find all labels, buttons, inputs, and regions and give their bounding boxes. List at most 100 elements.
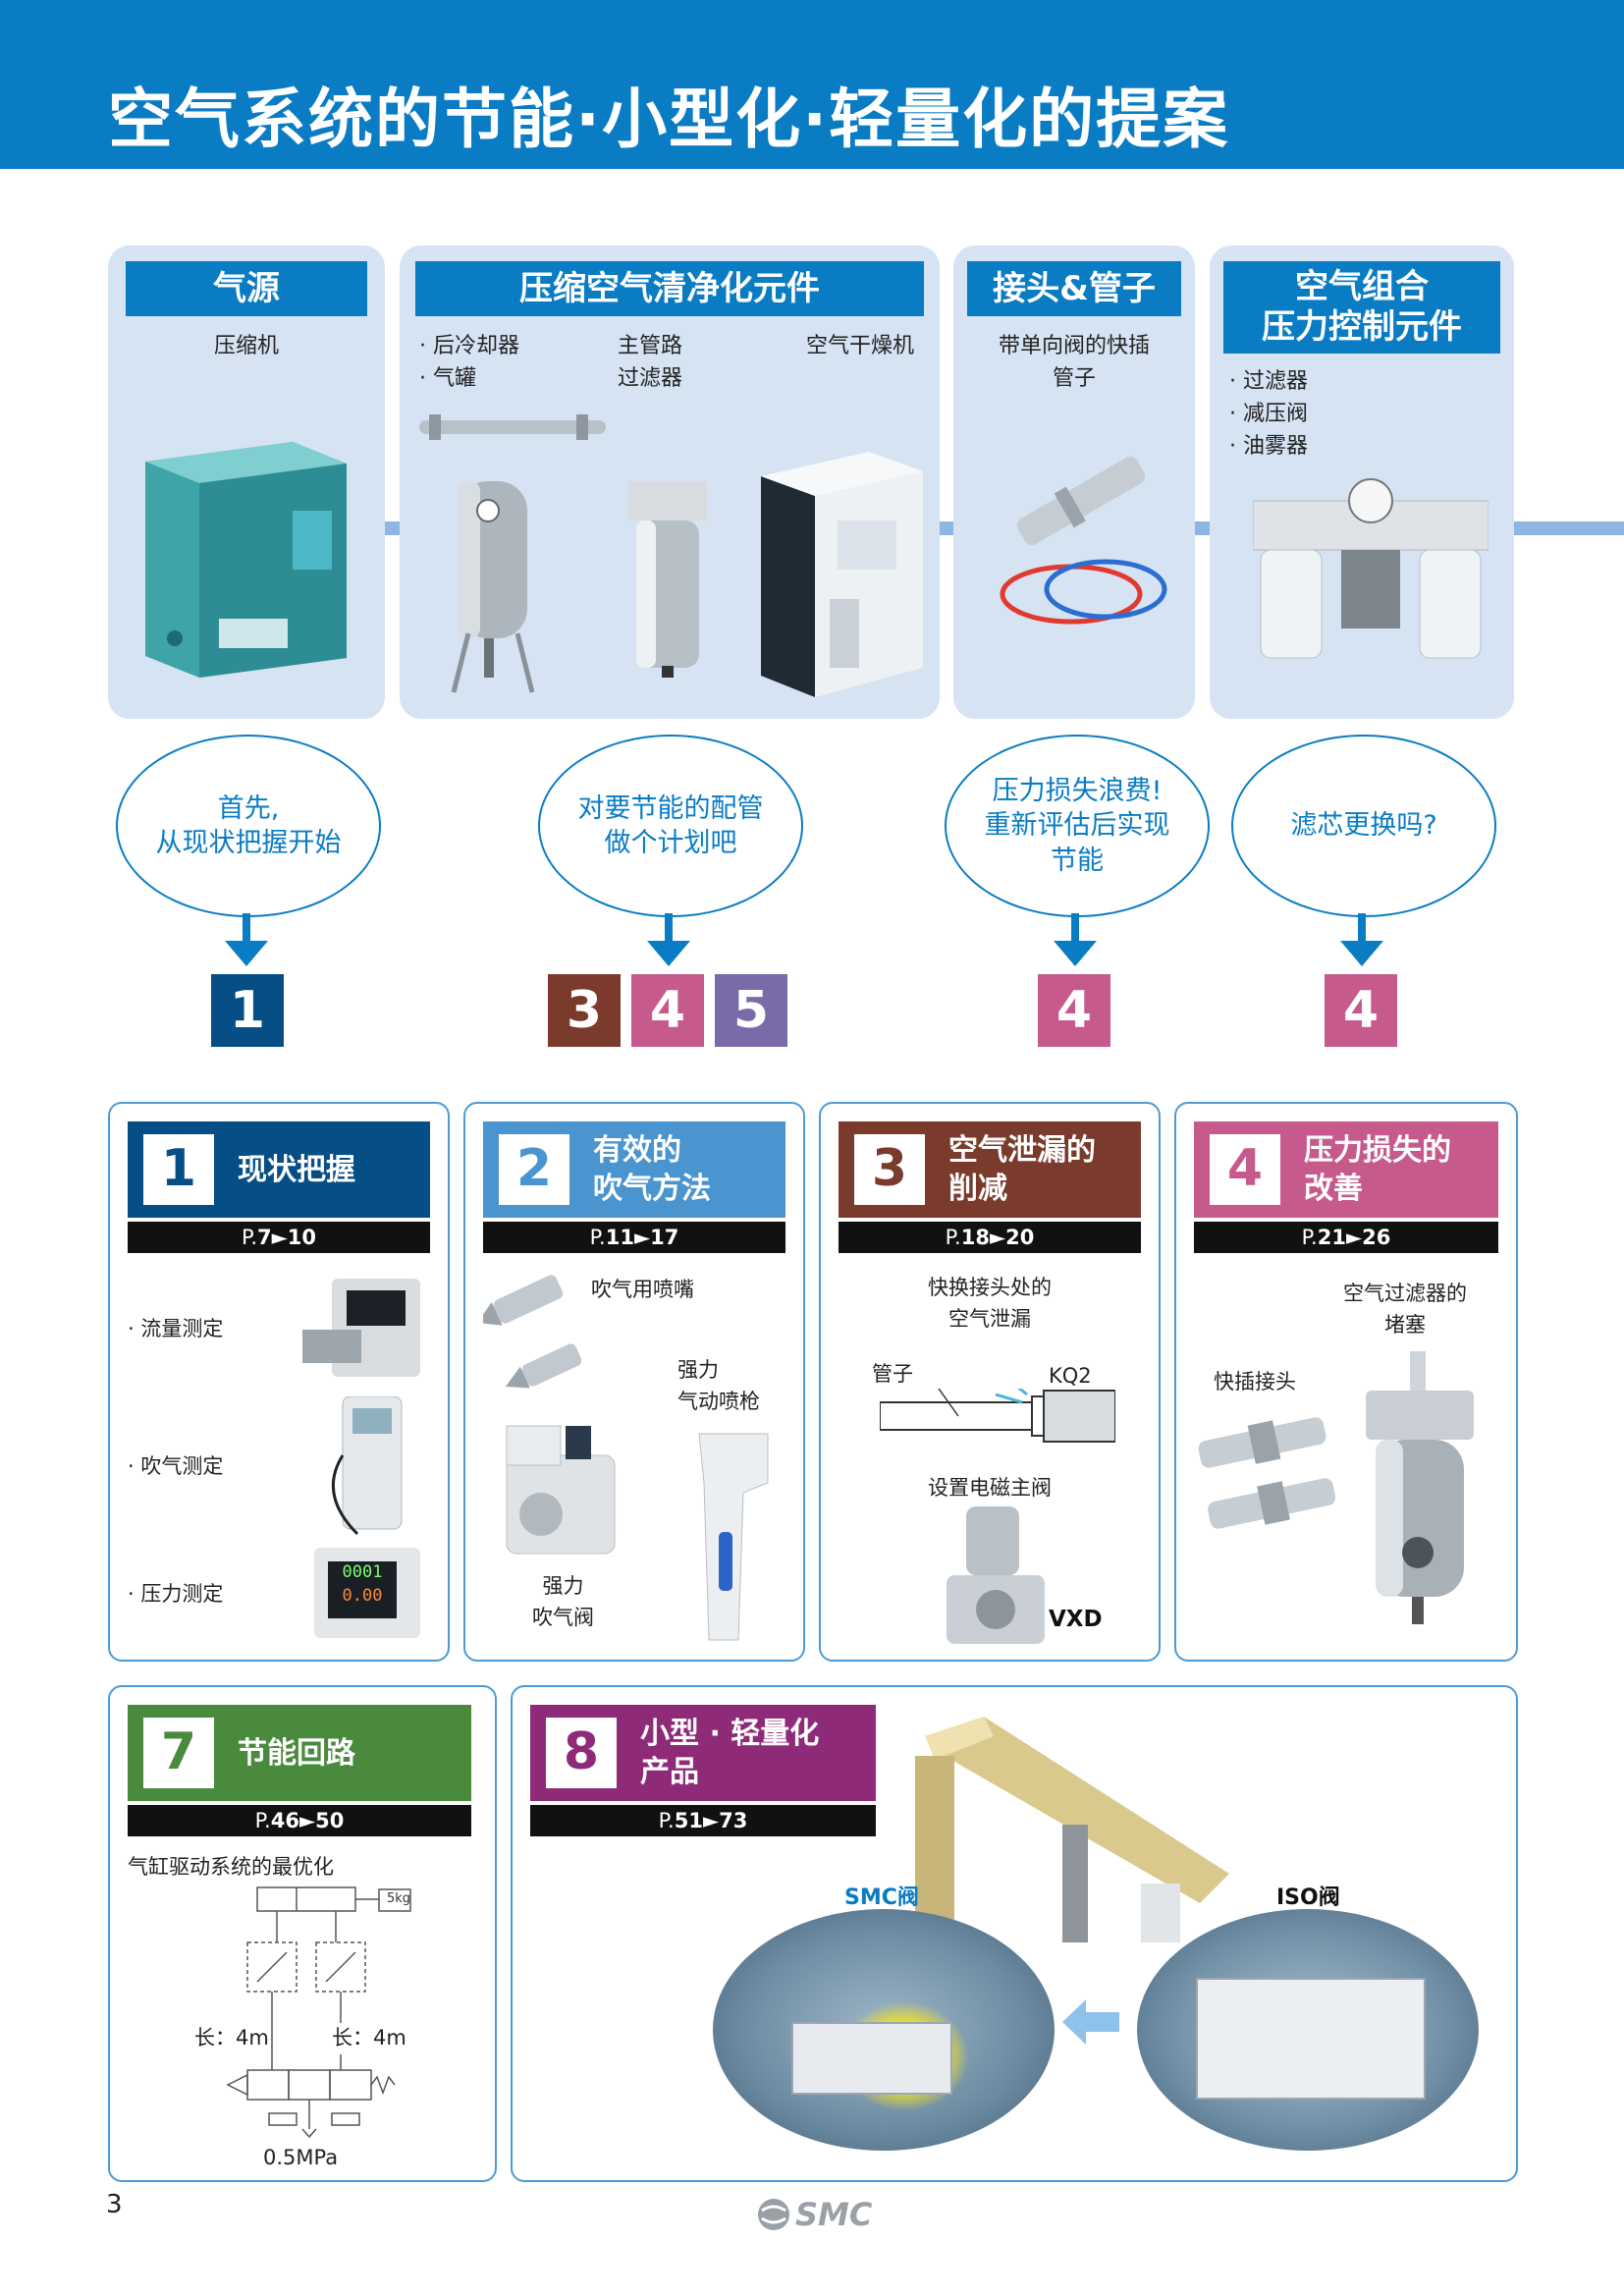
number-box[interactable]: 4 (1038, 974, 1110, 1047)
label-flow: · 流量测定 (128, 1317, 224, 1340)
label-blow-valve: 强力 吹气阀 (532, 1571, 594, 1633)
card-header: 4 压力损失的改善 (1194, 1121, 1498, 1218)
panel-item: 压缩机 (213, 334, 279, 358)
card-number: 1 (143, 1134, 214, 1205)
arrow-down-icon (647, 941, 690, 966)
bubble-filter-replace: 滤芯更换吗? (1231, 735, 1496, 917)
number-box[interactable]: 4 (1325, 974, 1397, 1047)
card-energy-circuit[interactable]: 7 节能回路 P.46►50 气缸驱动系统的最优化 5kg 长：4m 长：4m … (108, 1685, 497, 2182)
bubble-line: 节能 (1051, 845, 1104, 876)
arrow-down-icon (665, 913, 673, 943)
card-number: 8 (546, 1718, 617, 1788)
item-dryer: 空气干燥机 (806, 334, 915, 358)
pneumatic-circuit-diagram (169, 1884, 463, 2139)
air-dryer-image (761, 452, 923, 697)
aftercooler-image (419, 414, 606, 440)
arrow-down-icon (225, 941, 268, 966)
air-tank-image (449, 462, 537, 697)
air-gun-image (679, 1424, 778, 1650)
card-title-line1: 有效的 (593, 1133, 681, 1168)
label-pressure: · 压力测定 (128, 1582, 224, 1606)
card-header: 8 小型 · 轻量化产品 (530, 1705, 876, 1801)
blow-valve-image (487, 1416, 634, 1563)
card-blow-method[interactable]: 2 有效的吹气方法 P.11►17 吹气用喷嘴 强力 气动喷枪 强力 吹气阀 (463, 1102, 805, 1662)
panel-items: 带单向阀的快插 管子 (953, 330, 1195, 395)
smc-logo-icon (758, 2199, 789, 2230)
label-tube: 管子 (872, 1362, 913, 1386)
card-current-assessment[interactable]: 1 现状把握 P.7►10 · 流量测定 · 吹气测定 · 压力测定 0001 … (108, 1102, 450, 1662)
label-nozzle: 吹气用喷嘴 (591, 1278, 694, 1301)
panel-title-line1: 空气组合 (1295, 267, 1429, 307)
valve-manifold (791, 2022, 952, 2095)
card-title-line1: 压力损失的 (1304, 1133, 1451, 1168)
card-pressure-loss[interactable]: 4 压力损失的改善 P.21►26 空气过滤器的 堵塞 快插接头 (1174, 1102, 1518, 1662)
panel-items: · 过滤器 · 减压阀 · 油雾器 (1229, 365, 1308, 463)
pressure-switch-image: 0001 0.00 (314, 1548, 420, 1638)
pressure-display: 0001 0.00 (328, 1561, 397, 1618)
page-range[interactable]: P.7►10 (128, 1222, 430, 1253)
item-main-line: 主管路 (618, 334, 683, 358)
compressor-image (145, 442, 347, 678)
page-numbers: 46►50 (270, 1809, 345, 1832)
label-quick-fitting: 快插接头 (1214, 1370, 1296, 1393)
panel-purification: 压缩空气清净化元件 · 后冷却器 · 气罐 主管路 过滤器 空气干燥机 (400, 246, 940, 719)
card-title-line1: 小型 · 轻量化 (640, 1717, 820, 1751)
nozzle-image (477, 1267, 582, 1404)
display-value-1: 0001 (342, 1562, 383, 1582)
number-box[interactable]: 4 (631, 974, 704, 1047)
bubble-line: 做个计划吧 (604, 828, 737, 858)
number-box[interactable]: 1 (211, 974, 284, 1047)
label-filter-clog: 空气过滤器的 堵塞 (1343, 1279, 1467, 1340)
card-title-line1: 空气泄漏的 (948, 1133, 1096, 1168)
item-tank: · 气罐 (419, 366, 476, 391)
label-smc-valve: SMC阀 (844, 1885, 919, 1910)
page-range[interactable]: P.11►17 (483, 1222, 785, 1253)
label-leak-line2: 空气泄漏 (948, 1306, 1031, 1331)
card-title: 现状把握 (238, 1152, 355, 1187)
number-box[interactable]: 3 (548, 974, 621, 1047)
page-title: 空气系统的节能·小型化·轻量化的提案 (108, 82, 1230, 157)
length-left: 长：4m (194, 2023, 269, 2054)
card-number: 2 (499, 1134, 569, 1205)
valve-manifold (1196, 1978, 1426, 2100)
page-range[interactable]: P.18►20 (839, 1222, 1141, 1253)
panel-col1: · 后冷却器 · 气罐 (419, 330, 519, 395)
page-numbers: 18►20 (960, 1226, 1035, 1249)
label-leak: 快换接头处的 空气泄漏 (821, 1273, 1159, 1335)
label-valve-line2: 吹气阀 (532, 1605, 594, 1629)
bubble-pressure-loss: 压力损失浪费!重新评估后实现节能 (945, 735, 1210, 917)
panel-air-source: 气源 压缩机 (108, 246, 385, 719)
label-filter-line1: 空气过滤器的 (1343, 1282, 1467, 1305)
number-box[interactable]: 5 (715, 974, 787, 1047)
card-title-line2: 削减 (948, 1172, 1007, 1206)
card-compact-products[interactable]: 8 小型 · 轻量化产品 P.51►73 SMC阀 ISO阀 (511, 1685, 1518, 2182)
arrow-down-icon (1358, 913, 1366, 943)
bubble-line: 对要节能的配管 (577, 792, 764, 824)
page-header: 空气系统的节能·小型化·轻量化的提案 (0, 0, 1624, 169)
panel-title: 空气组合 压力控制元件 (1223, 261, 1500, 354)
page-numbers: 21►26 (1317, 1226, 1391, 1249)
card-number: 4 (1210, 1134, 1280, 1205)
card-leak-reduction[interactable]: 3 空气泄漏的削减 P.18►20 快换接头处的 空气泄漏 管子 KQ2 设置电… (819, 1102, 1161, 1662)
bubble-line: 首先, (217, 792, 280, 824)
length-right: 长：4m (332, 2023, 406, 2054)
label-gun-line1: 强力 (677, 1358, 719, 1382)
smc-logo: SMC (756, 2196, 872, 2233)
page-range[interactable]: P.46►50 (128, 1805, 471, 1836)
label-valve-line1: 强力 (542, 1574, 584, 1598)
item-regulator: · 减压阀 (1229, 402, 1308, 426)
page-range[interactable]: P.51►73 (530, 1805, 876, 1836)
card-header: 7 节能回路 (128, 1705, 471, 1801)
tube-fitting-diagram (879, 1377, 1116, 1457)
label-leak-line1: 快换接头处的 (928, 1276, 1052, 1299)
item-filter: · 过滤器 (1229, 369, 1308, 394)
panel-title: 接头&管子 (967, 261, 1181, 316)
panel-title-line2: 压力控制元件 (1262, 307, 1462, 347)
page-range[interactable]: P.21►26 (1194, 1222, 1498, 1253)
card-title-line2: 产品 (640, 1755, 699, 1789)
label-vxd: VXD (1049, 1607, 1103, 1632)
arrow-left-icon (1062, 1999, 1119, 2045)
arrow-down-icon (243, 913, 250, 943)
arrow-down-icon (1054, 941, 1097, 966)
bubble-line: 压力损失浪费! (992, 776, 1163, 807)
